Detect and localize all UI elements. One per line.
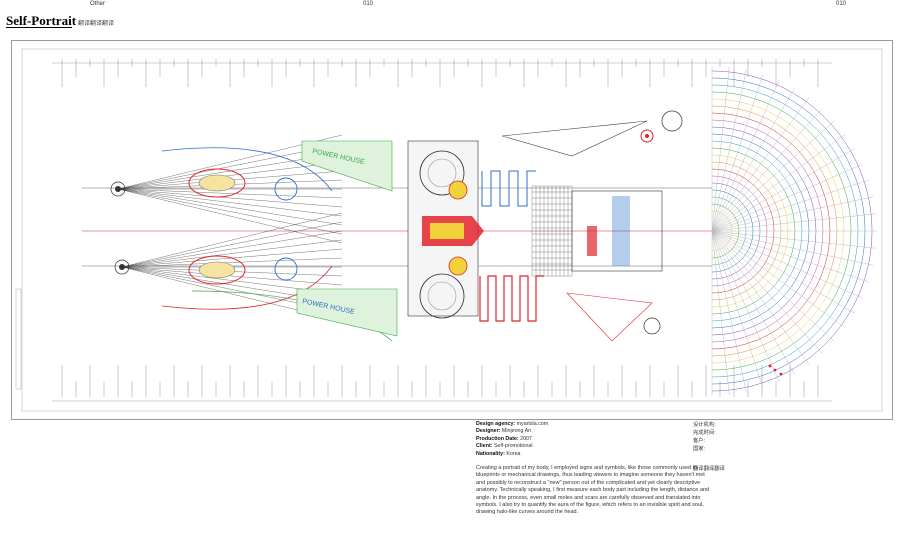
page-number-left: 010 <box>363 1 374 7</box>
left-eye-bottom <box>114 177 298 285</box>
credit-nationality: Nationality: Korea <box>476 450 521 457</box>
page-title: Self-Portrait <box>6 13 77 28</box>
cn-credit-4: 国家: <box>693 446 706 452</box>
credit-date: Production Date: 2007 <box>476 435 532 442</box>
credits-block: Design agency: myartsla.com Designer: Mi… <box>476 421 548 458</box>
cn-credits-block: 设计机构: 完成时间: 客户: 国家: <box>693 421 716 453</box>
description-text: Creating a portrait of my body, I employ… <box>476 465 710 516</box>
credit-agency: Design agency: myartsla.com <box>476 421 549 427</box>
artwork-frame: POWER HOUSE POWER HOUSE <box>11 40 893 420</box>
cn-credit-1: 设计机构: <box>693 422 716 428</box>
power-house-band-bottom: POWER HOUSE <box>296 288 398 337</box>
credit-client: Client: Self-promotional <box>476 443 533 450</box>
cn-credit-2: 完成时间: <box>693 430 716 436</box>
page-number-right: 010 <box>836 1 847 7</box>
aura-halo <box>711 66 877 396</box>
self-portrait-artwork: POWER HOUSE POWER HOUSE <box>15 48 883 412</box>
left-eye-top <box>110 168 246 198</box>
title-underline <box>6 27 72 28</box>
central-machinery <box>407 140 484 319</box>
power-house-band-top: POWER HOUSE <box>301 140 393 192</box>
page-subtitle: 翻译翻译翻译 <box>78 21 115 27</box>
cn-description-heading: 翻译翻译翻译 <box>693 466 725 472</box>
credit-designer: Designer: Minjeong An <box>476 428 532 435</box>
section-label: Other <box>90 1 106 7</box>
cn-credit-3: 客户: <box>693 438 706 444</box>
